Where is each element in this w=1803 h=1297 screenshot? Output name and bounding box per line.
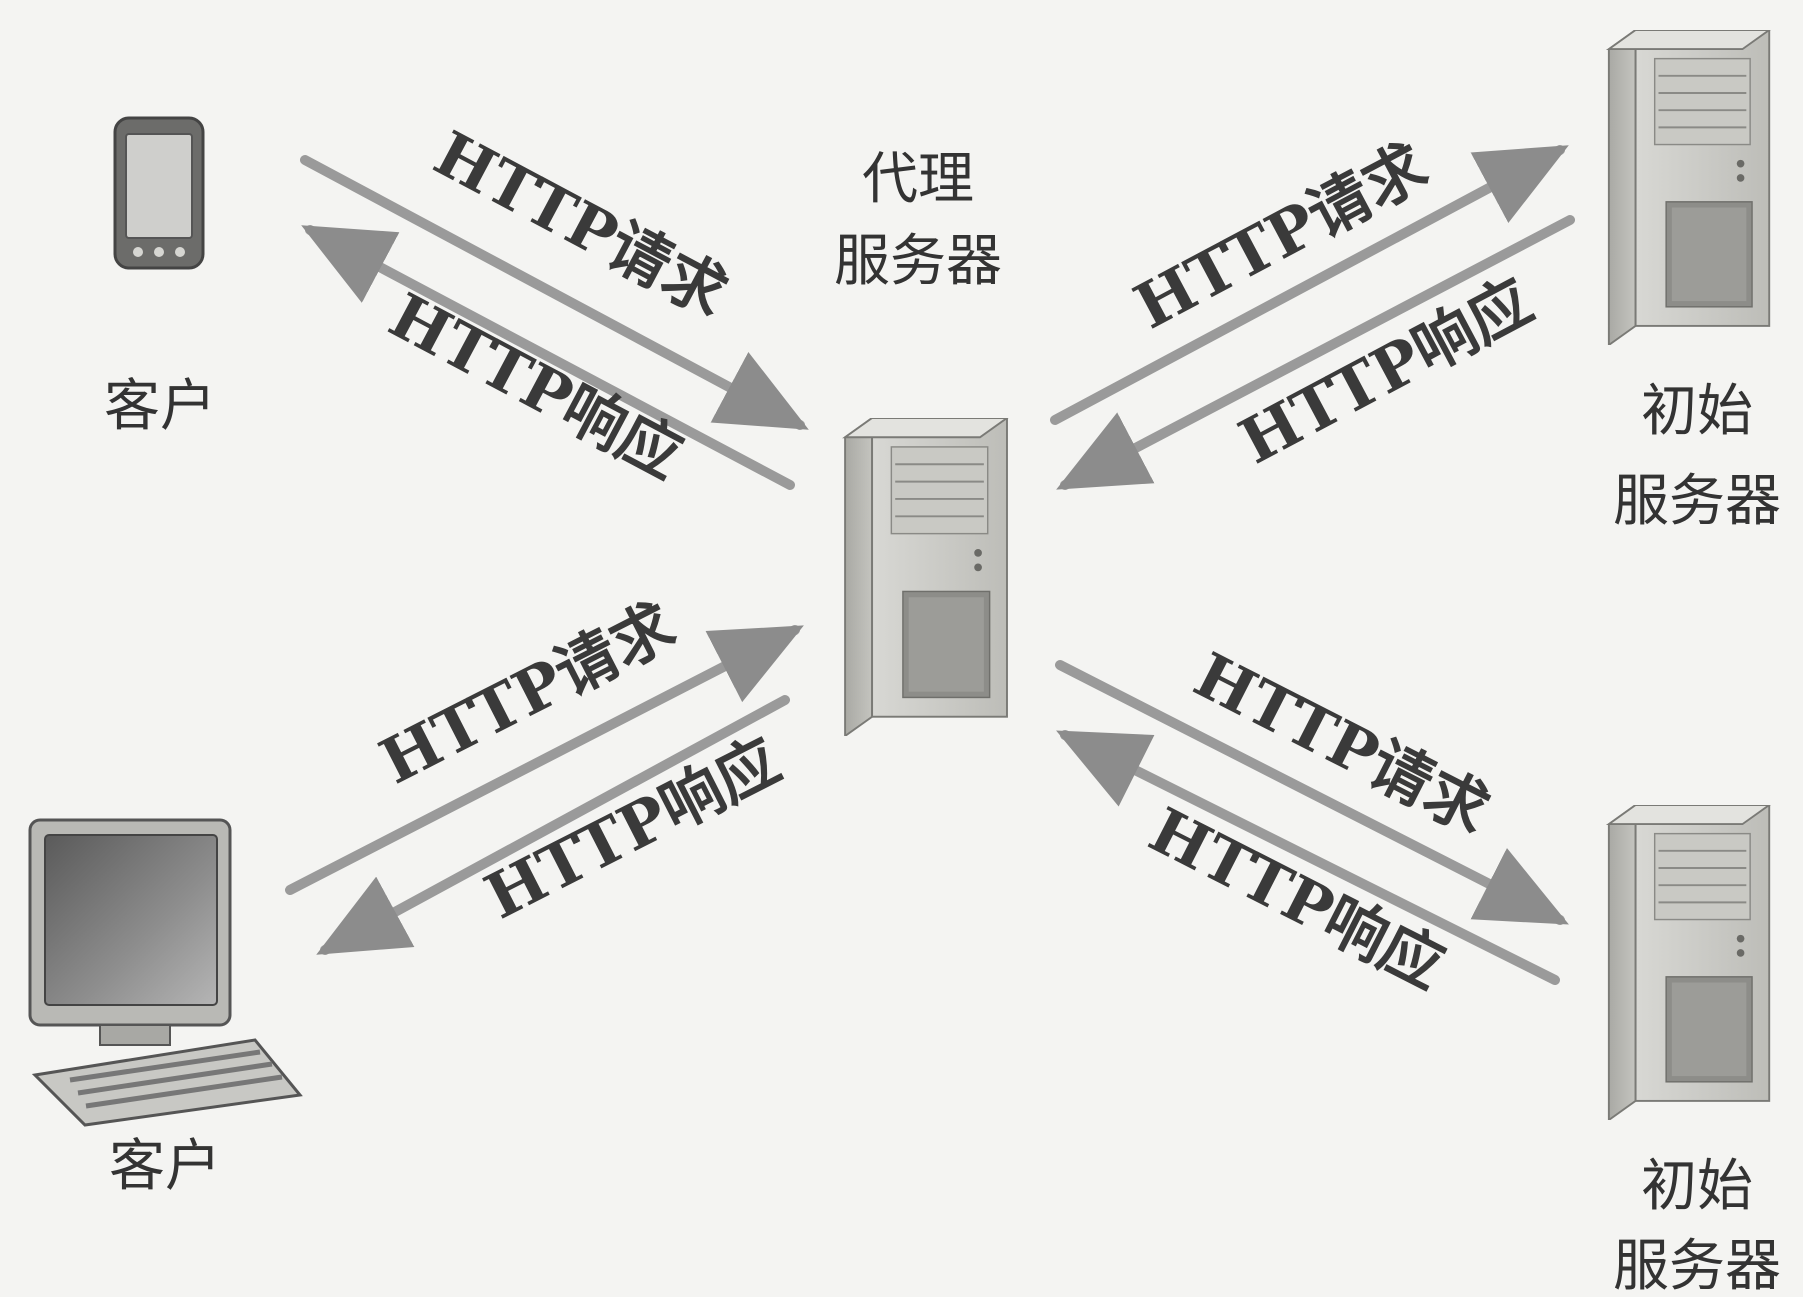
label-bottom-left-response: HTTP响应 <box>474 723 792 933</box>
arrow-bottom-left-response <box>316 695 790 955</box>
arrow-bottom-right-request <box>1055 660 1569 925</box>
client-bottom-label: 客户 <box>109 1134 221 1199</box>
arrow-top-right-response <box>1056 215 1575 490</box>
smartphone-icon <box>113 116 205 270</box>
server-tower-icon <box>844 418 1008 736</box>
proxy-label-line1: 代理 <box>862 147 974 212</box>
arrow-bottom-left-request <box>285 625 804 895</box>
server-tower-icon <box>1607 30 1771 345</box>
label-bottom-right-response: HTTP响应 <box>1138 793 1456 1003</box>
arrow-top-left-response <box>301 225 795 490</box>
origin-server-top: 初始 服务器 <box>1607 30 1781 534</box>
proxy-server: 代理 服务器 <box>834 147 1008 736</box>
origin-server-bottom: 初始 服务器 <box>1607 805 1781 1297</box>
origin-bottom-label-line1: 初始 <box>1641 1154 1753 1219</box>
origin-bottom-label-line2: 服务器 <box>1613 1234 1781 1297</box>
arrow-top-left-request <box>300 155 809 430</box>
client-bottom: 客户 <box>28 818 303 1199</box>
client-top: 客户 <box>104 116 216 439</box>
label-top-left-request: HTTP请求 <box>423 117 739 331</box>
desktop-computer-icon <box>28 818 303 1127</box>
proxy-label-line2: 服务器 <box>834 229 1002 294</box>
arrow-top-right-request <box>1050 145 1569 425</box>
arrow-bottom-right-response <box>1056 730 1560 985</box>
client-top-label: 客户 <box>104 374 216 439</box>
origin-top-label-line2: 服务器 <box>1613 469 1781 534</box>
server-tower-icon <box>1607 805 1771 1120</box>
label-top-left-response: HTTP响应 <box>378 279 694 493</box>
origin-top-label-line1: 初始 <box>1641 379 1753 444</box>
